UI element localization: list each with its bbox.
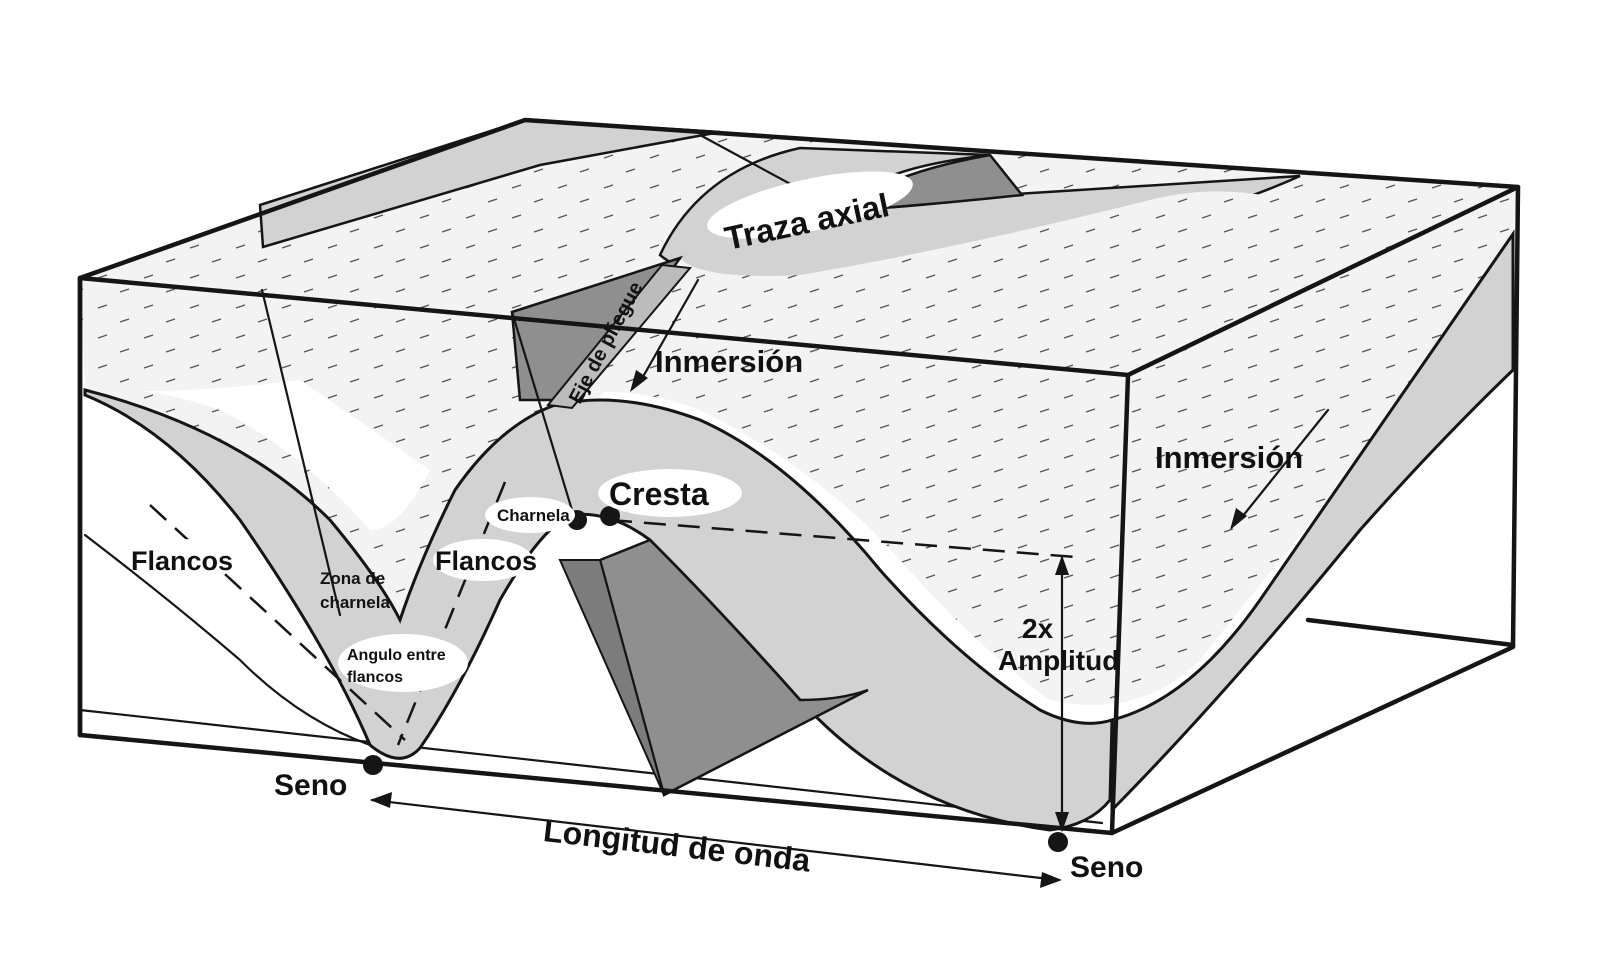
label-flancos-center: Flancos [435,546,537,576]
label-angulo-1: Angulo entre [347,647,446,664]
label-amplitud-2: Amplitud [998,645,1119,676]
label-seno-right: Seno [1070,851,1143,884]
label-inmersion-top: Inmersión [655,344,803,379]
seno-right-point [1048,832,1068,852]
label-zona-de-charnela-2: charnela [320,593,390,612]
fold-axis-strip [546,263,692,410]
box-outline [77,117,1521,836]
axial-plane-front [598,538,869,797]
label-amplitud-1: 2x [1022,613,1054,644]
label-longitud-de-onda: Longitud de onda [542,812,813,879]
label-angulo-2: flancos [347,669,403,686]
dashed-lines [149,481,1076,746]
label-seno-left: Seno [274,769,347,802]
label-flancos-left: Flancos [131,546,233,576]
points [363,506,1068,852]
box-back-edges [78,708,1104,825]
folded-layer-front [83,388,1114,832]
arrows [370,278,1330,888]
label-zona-de-charnela-1: Zona de [320,569,385,588]
label-ovals [130,171,913,692]
axial-plane-lower [558,559,665,796]
seno-left-point [363,755,383,775]
top-surface-back-ticks [80,120,1518,470]
right-face-layer [1110,229,1515,814]
surface-right-ticks [555,191,1513,705]
front-layer-left-ticks [85,280,770,756]
folded-layer-inner-line [83,533,372,747]
cresta-point [600,506,620,526]
label-charnela: Charnela [497,506,570,525]
label-cresta: Cresta [609,476,709,512]
label-inmersion-right: Inmersión [1155,440,1303,475]
